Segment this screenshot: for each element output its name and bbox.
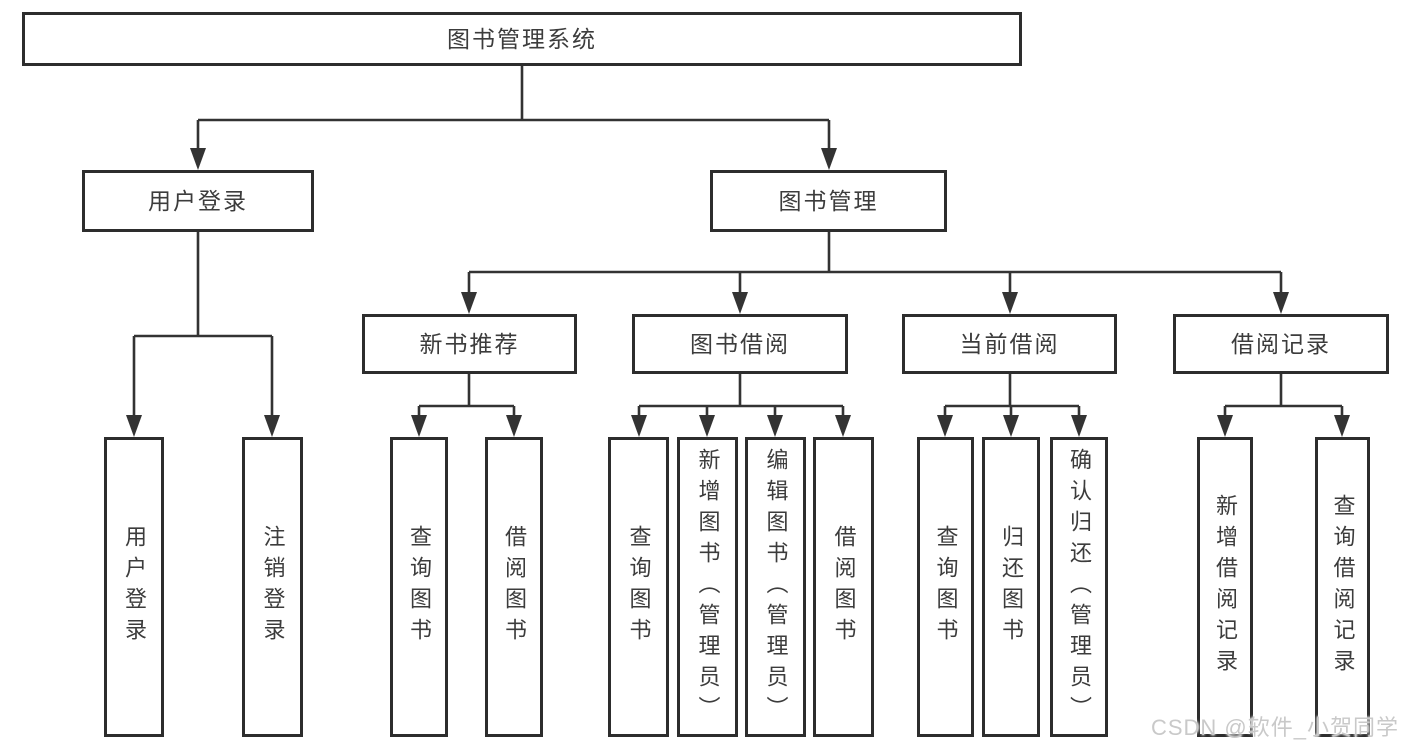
leaf-newbook-borrow-books: 借阅图书 [485,437,543,737]
leaf-bookborrow-query-books: 查询图书 [608,437,669,737]
node-book-borrow: 图书借阅 [632,314,848,374]
leaf-current-return-books: 归还图书 [982,437,1040,737]
leaf-current-query-books: 查询图书 [917,437,974,737]
node-current-borrow: 当前借阅 [902,314,1117,374]
node-library-management-system: 图书管理系统 [22,12,1022,66]
leaf-current-confirm-return-admin: 确认归还（管理员） [1050,437,1108,737]
csdn-watermark: CSDN @软件_小贺同学 [1150,715,1399,740]
leaf-bookborrow-borrow-books: 借阅图书 [813,437,874,737]
leaf-logout-login: 注销登录 [242,437,303,737]
leaf-bookborrow-add-books-admin: 新增图书（管理员） [677,437,738,737]
node-book-management: 图书管理 [710,170,947,232]
node-new-book-recommend: 新书推荐 [362,314,577,374]
leaf-records-query-borrow-record: 查询借阅记录 [1315,437,1370,737]
leaf-user-login: 用户登录 [104,437,164,737]
node-borrow-records: 借阅记录 [1173,314,1389,374]
node-user-login: 用户登录 [82,170,314,232]
leaf-bookborrow-edit-books-admin: 编辑图书（管理员） [745,437,806,737]
leaf-records-add-borrow-record: 新增借阅记录 [1197,437,1253,737]
leaf-newbook-query-books: 查询图书 [390,437,448,737]
